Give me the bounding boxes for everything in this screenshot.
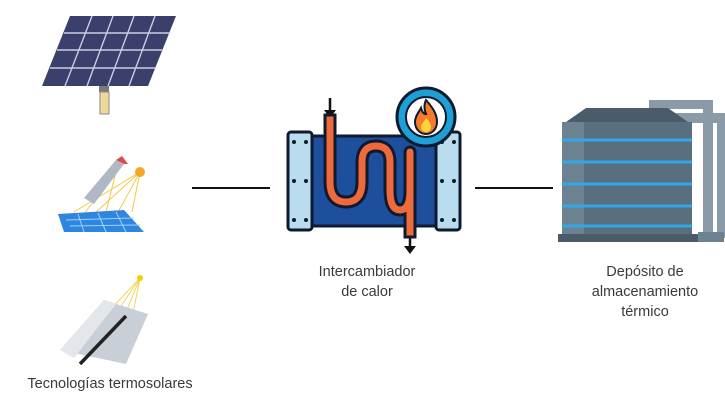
heat-exchanger-label-line1: Intercambiador <box>318 264 416 280</box>
connector-line-left <box>192 187 270 189</box>
heat-exchanger-label-line2: de calor <box>341 284 393 300</box>
parabolic-trough-icon <box>56 268 156 368</box>
solar-tower-icon <box>54 152 154 234</box>
storage-label-line1: Depósito de <box>606 264 684 280</box>
solar-technologies-label: Tecnologías termosolares <box>27 376 193 392</box>
connector-line-right <box>475 187 553 189</box>
storage-label-line3: térmico <box>621 304 669 320</box>
storage-label-line2: almacenamiento <box>591 284 699 300</box>
solar-panel-icon <box>36 10 181 118</box>
storage-tank-icon <box>558 100 725 248</box>
flame-icon <box>393 84 459 150</box>
heat-exchanger-icon <box>282 86 472 266</box>
